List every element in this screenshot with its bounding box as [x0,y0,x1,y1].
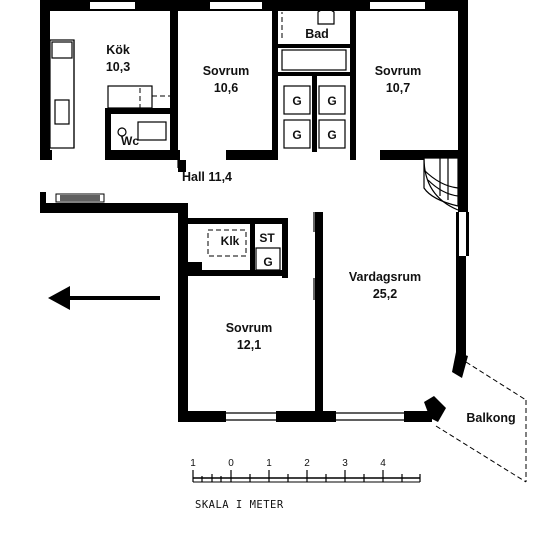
scale-label: SKALA I METER [195,499,284,511]
wc-label: Wc [121,134,139,148]
sovrum3-label: Sovrum [226,321,273,335]
outer-walls [40,0,469,422]
kitchen-counter [49,39,172,149]
sovrum2-area: 10,7 [386,81,410,95]
klk-label: Klk [221,234,240,248]
scale-tick-label: 1 [266,458,272,469]
g-closet-1: G [292,94,301,108]
bad-label: Bad [305,27,329,41]
balcony-outline [435,361,527,483]
wardrobe-boxes [207,85,346,271]
sovrum3-area: 12,1 [237,338,261,352]
scale-tick-label: 1 [190,458,196,469]
arrow-left-icon [48,286,160,310]
door-marks [177,160,315,300]
g-closet-4: G [327,128,336,142]
sovrum2-label: Sovrum [375,64,422,78]
vardagsrum-area: 25,2 [373,287,397,301]
scale-tick-label: 2 [304,458,310,469]
bathroom-fixtures [281,8,347,71]
scale-tick-label: 0 [228,458,234,469]
scale-tick-label: 4 [380,458,386,469]
sovrum1-label: Sovrum [203,64,250,78]
balkong-label: Balkong [466,411,515,425]
g-closet-2: G [327,94,336,108]
wc-fixture [117,121,167,141]
scale-tick-label: 3 [342,458,348,469]
vardagsrum-label: Vardagsrum [349,270,421,284]
g-closet-5: G [263,255,272,269]
kok-area: 10,3 [106,60,130,74]
g-closet-3: G [292,128,301,142]
kok-label: Kök [106,43,130,57]
st-label: ST [259,231,275,245]
interior-walls [40,0,468,422]
spiral-stair [420,150,459,211]
sovrum1-area: 10,6 [214,81,238,95]
radiator [55,193,105,203]
hall-label: Hall 11,4 [182,170,232,184]
scale-bar [192,470,421,483]
